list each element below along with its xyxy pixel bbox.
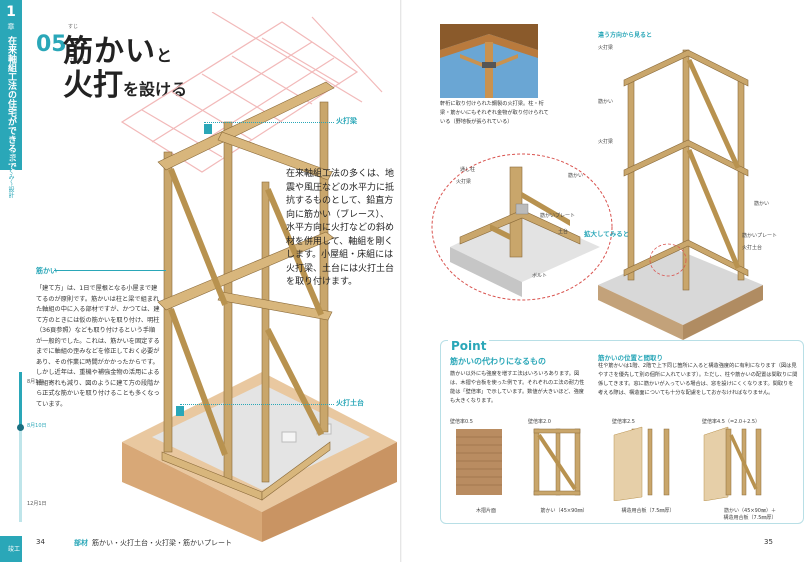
point-title: Point <box>448 339 490 353</box>
wall-type-3: 壁倍率2.5 構造用合板（7.5㎜厚） <box>612 419 675 514</box>
footer-tag: 部材 <box>74 539 88 547</box>
timeline-end-tag: 竣工 <box>8 546 21 553</box>
callout-hiuchibari: 火打梁 <box>336 117 357 125</box>
photo-caption: 軒桁に取り付けられた鋼製の火打梁。柱・桁梁・筋かいにもそれぞれ金物が取り付けられ… <box>440 101 549 125</box>
page-title-line2: 火打を設ける <box>63 68 188 103</box>
label-d-bolt: ボルト <box>532 273 548 279</box>
timeline-end: 12月1日 <box>27 501 47 507</box>
page-number-right: 35 <box>764 538 773 546</box>
label-plate: 筋かいプレート <box>742 233 778 239</box>
label-d-hiuchibari: 火打梁 <box>456 179 472 185</box>
schedule-timeline <box>17 372 24 522</box>
zoom-label: 拡大してみると <box>584 230 630 238</box>
callout-line <box>180 404 334 405</box>
point-box <box>440 340 804 524</box>
chapter-label: 章 <box>7 23 15 31</box>
right-page: 軒桁に取り付けられた鋼製の火打梁。柱・桁梁・筋かいにもそれぞれ金物が取り付けられ… <box>402 0 805 562</box>
alternate-view-illustration <box>598 49 763 340</box>
detail-zoom-illustration <box>431 153 613 301</box>
label-hiuchibari-mid: 火打梁 <box>598 139 614 145</box>
photo-hiuchibari <box>440 24 538 98</box>
footer-text: 筋かい・火打土台・火打梁・筋かいプレート <box>92 539 232 547</box>
timeline-current: 8月10日 <box>27 423 47 429</box>
wall-type-4: 壁倍率4.5（=2.0＋2.5） 筋かい（45×90㎜）＋ 構造用合板（7.5㎜… <box>702 419 777 521</box>
position-heading: 筋かいの位置と間取り <box>598 354 663 362</box>
section-subtitle: 外部しくみ〜設計 <box>7 150 14 198</box>
label-d-sujikai: 筋かい <box>568 173 584 179</box>
timeline-start: 8月1日 <box>27 379 44 385</box>
left-page: 1 章 在来軸組工法の住宅ができるまで 竣工 外部しくみ〜設計 8月1日 8月1… <box>0 0 402 562</box>
label-d-dodai: 土台 <box>558 229 569 235</box>
label-sujikai-a: 筋かい <box>598 99 614 105</box>
bracing-tag: 筋かい <box>36 267 57 275</box>
chapter-number: 1 <box>6 4 16 20</box>
side-note: 「建て方」は、1日で屋根となる小屋まで建てるのが原則です。筋かいは柱と梁で組まれ… <box>36 285 160 408</box>
ruby-suji: すじ <box>68 24 79 30</box>
chapter-band: 1 章 在来軸組工法の住宅ができるまで 竣工 <box>0 0 22 562</box>
label-hiuchidodai: 火打土台 <box>742 245 763 251</box>
position-text: 柱や筋かいは1階、2階で上下同じ箇所に入ると構造強度的に有利になります（図は見や… <box>598 363 798 396</box>
current-marker <box>17 424 24 431</box>
footer: 部材筋かい・火打土台・火打梁・筋かいプレート <box>74 538 232 548</box>
ruby-hiuchi: ひうち <box>70 58 86 64</box>
section-number: 05 <box>36 32 67 57</box>
label-dashira: 通し柱 <box>460 167 476 173</box>
view-heading: 違う方向から見ると <box>598 32 653 39</box>
framing-illustration <box>120 12 397 542</box>
label-sujikai-b: 筋かい <box>754 201 770 207</box>
wall-type-1: 壁倍率0.5 木摺片面 <box>450 418 522 514</box>
wall-type-2: 壁倍率2.0 筋かい（45×90㎜） <box>528 419 588 514</box>
label-hiuchibari-top: 火打梁 <box>598 45 614 51</box>
page-title-line1: 筋かいと <box>63 34 174 69</box>
callout-line <box>204 122 334 123</box>
page-number-left: 34 <box>36 538 45 546</box>
point-subtitle: 筋かいの代わりになるもの <box>450 357 546 366</box>
point-text: 筋かい以外にも強度を増す工法はいろいろあります。図は、木摺や合板を使った例です。… <box>450 371 585 404</box>
label-d-plate: 筋かいプレート <box>540 213 576 219</box>
callout-hiuchidodai: 火打土台 <box>336 399 364 407</box>
lead-paragraph: 在来軸組工法の多くは、地震や風圧などの水平力に抵抗するものとして、鉛直方向に筋か… <box>286 169 395 287</box>
chapter-title: 在来軸組工法の住宅ができるまで <box>6 36 16 171</box>
